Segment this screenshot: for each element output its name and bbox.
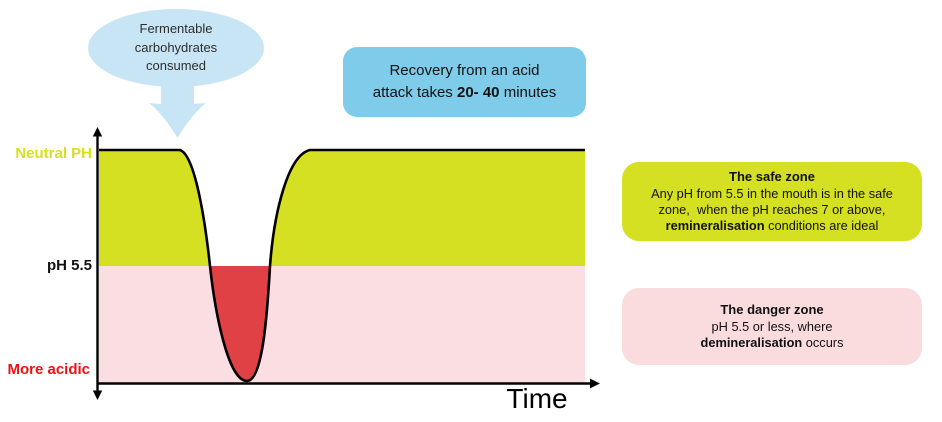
safe-zone-area — [99, 150, 585, 266]
acid-dip-area — [210, 266, 270, 381]
down-arrow-icon — [149, 80, 206, 138]
recovery-note-box: Recovery from an acid attack takes 20- 4… — [343, 47, 586, 117]
y-axis-down-arrow-icon — [92, 390, 103, 400]
y-axis-up-arrow-icon — [92, 127, 103, 137]
bubble-text: Fermentable carbohydrates consumed — [134, 20, 218, 74]
safe-zone-line-2: zone, when the pH reaches 7 or above, — [658, 201, 886, 217]
recovery-line-2: attack takes 20- 40 minutes — [372, 84, 557, 101]
y-label-more-acidic: More acidic — [7, 361, 90, 378]
x-label-time: Time — [506, 383, 568, 414]
fermentable-carbohydrates-bubble: Fermentable carbohydrates consumed — [88, 9, 264, 87]
ph-time-chart — [92, 127, 600, 400]
recovery-line-1: Recovery from an acid — [389, 61, 540, 79]
y-label-neutral-ph: Neutral PH — [15, 145, 92, 162]
danger-zone-box: The danger zone pH 5.5 or less, where de… — [622, 288, 922, 365]
safe-zone-box: The safe zone Any pH from 5.5 in the mou… — [622, 162, 922, 241]
safe-zone-title: The safe zone — [729, 169, 815, 185]
danger-zone-title: The danger zone — [720, 302, 824, 318]
danger-zone-area — [99, 266, 585, 383]
danger-zone-line-2: demineralisation occurs — [700, 334, 844, 350]
safe-zone-line-1: Any pH from 5.5 in the mouth is in the s… — [651, 185, 893, 201]
danger-zone-line-1: pH 5.5 or less, where — [711, 318, 833, 334]
x-axis-arrow-icon — [590, 378, 600, 389]
safe-zone-line-3: remineralisation conditions are ideal — [665, 217, 879, 233]
y-label-ph-5-5: pH 5.5 — [46, 257, 92, 274]
ph-curve — [99, 148, 585, 383]
